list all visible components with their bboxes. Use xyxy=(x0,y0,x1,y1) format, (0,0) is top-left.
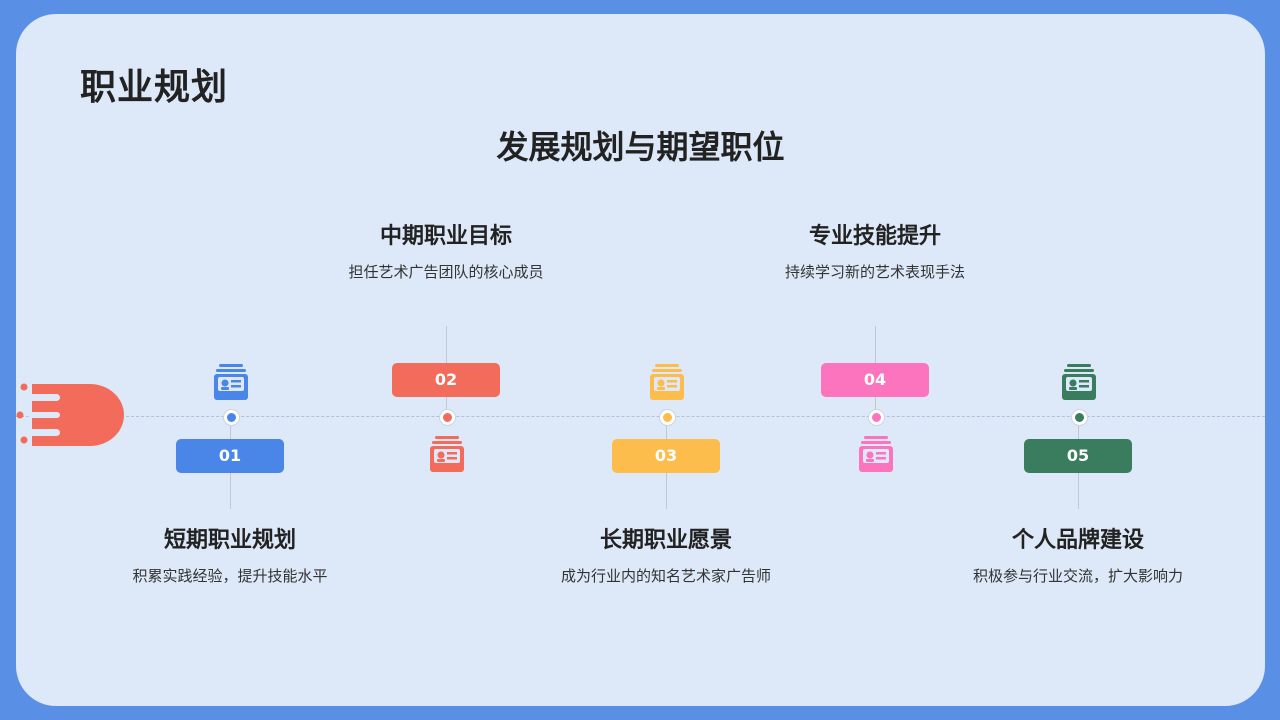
step-title: 中期职业目标 xyxy=(379,224,512,249)
timeline-dot xyxy=(660,410,675,425)
id-card-icon xyxy=(1059,362,1099,402)
id-card-icon xyxy=(647,362,687,402)
step-number-badge: 05 xyxy=(1024,439,1132,473)
id-card-icon xyxy=(427,434,467,474)
step-number-badge: 04 xyxy=(821,363,929,397)
timeline-dot xyxy=(440,410,455,425)
step-description: 担任艺术广告团队的核心成员 xyxy=(348,263,544,281)
page-title: 职业规划 xyxy=(80,67,229,108)
step-description: 积累实践经验，提升技能水平 xyxy=(132,567,328,585)
timeline-dot xyxy=(224,410,239,425)
step-title: 个人品牌建设 xyxy=(1011,528,1144,553)
step-title: 长期职业愿景 xyxy=(599,528,732,553)
step-number-badge: 02 xyxy=(392,363,500,397)
step-number-badge: 01 xyxy=(176,439,284,473)
step-description: 持续学习新的艺术表现手法 xyxy=(784,263,965,281)
id-card-icon xyxy=(856,434,896,474)
step-title: 短期职业规划 xyxy=(163,528,296,553)
timeline-line xyxy=(16,416,1265,417)
id-card-icon xyxy=(211,362,251,402)
step-number-badge: 03 xyxy=(612,439,720,473)
slide-subtitle: 发展规划与期望职位 xyxy=(496,128,785,166)
rocket-icon xyxy=(16,383,124,446)
timeline-dot xyxy=(869,410,884,425)
step-title: 专业技能提升 xyxy=(808,224,941,249)
step-description: 积极参与行业交流，扩大影响力 xyxy=(972,567,1183,585)
step-description: 成为行业内的知名艺术家广告师 xyxy=(560,567,771,585)
timeline-dot xyxy=(1072,410,1087,425)
slide-card: 职业规划 发展规划与期望职位 01 xyxy=(16,14,1265,706)
